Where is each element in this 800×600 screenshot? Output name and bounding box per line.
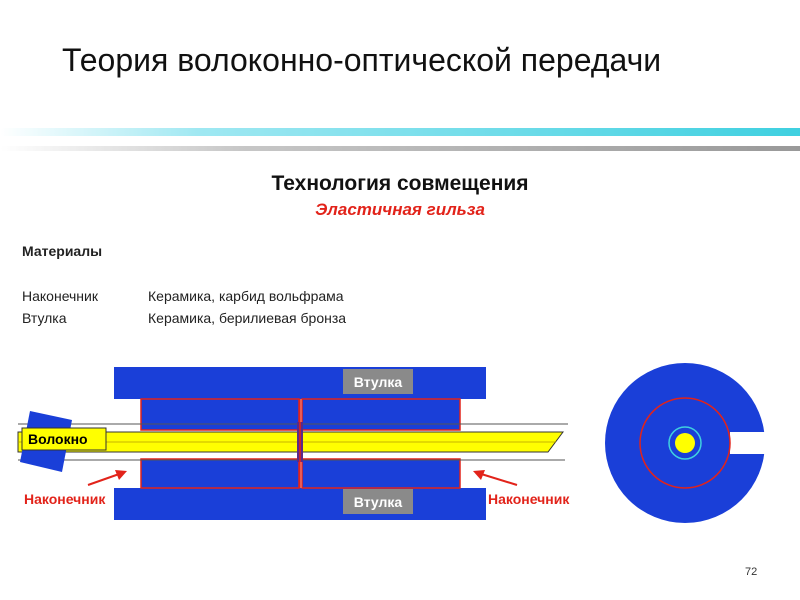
ferrule-right-bottom bbox=[301, 458, 461, 489]
page-number: 72 bbox=[745, 566, 758, 578]
ferrule-right-label: Наконечник bbox=[488, 491, 570, 507]
slide-title: Теория волоконно-оптической передачи bbox=[62, 42, 662, 78]
cross-section-ferrule-outline bbox=[639, 397, 731, 489]
material-value: Керамика, карбид вольфрама bbox=[148, 288, 344, 304]
fiber-label: Волокно bbox=[28, 431, 88, 447]
arrow-left-line bbox=[87, 472, 123, 486]
ferrule-right-top bbox=[301, 398, 461, 431]
sleeve-bottom bbox=[114, 488, 486, 520]
sleeve-bottom-label: Втулка bbox=[354, 494, 403, 510]
title-accent-bar bbox=[0, 128, 800, 136]
sleeve-bottom-label-box bbox=[343, 489, 413, 514]
materials-title: Материалы bbox=[22, 243, 103, 259]
cross-section-slot bbox=[730, 432, 770, 454]
material-part-name: Втулка bbox=[22, 310, 67, 326]
title-divider-bar bbox=[0, 146, 800, 151]
ferrule-left-top bbox=[140, 398, 300, 431]
cross-section-core bbox=[675, 433, 695, 453]
sleeve-top bbox=[114, 367, 486, 399]
arrow-right-line bbox=[477, 472, 518, 486]
materials-row: Наконечник Керамика, карбид вольфрама bbox=[22, 288, 344, 304]
fiber-label-box bbox=[21, 427, 107, 451]
arrow-right-head bbox=[473, 470, 485, 480]
material-value: Керамика, берилиевая бронза bbox=[148, 310, 347, 326]
cross-section-cladding bbox=[668, 426, 702, 460]
arrow-left-head bbox=[115, 470, 127, 480]
section-heading: Технология совмещения bbox=[271, 172, 529, 195]
material-part-name: Наконечник bbox=[22, 288, 98, 304]
sleeve-top-label: Втулка bbox=[354, 374, 403, 390]
ferrule-left-label: Наконечник bbox=[24, 491, 106, 507]
section-subheading: Эластичная гильза bbox=[315, 200, 485, 219]
sleeve-top-label-box bbox=[343, 369, 413, 394]
materials-row: Втулка Керамика, берилиевая бронза bbox=[22, 310, 346, 326]
ferrule-left-bottom bbox=[140, 458, 300, 489]
